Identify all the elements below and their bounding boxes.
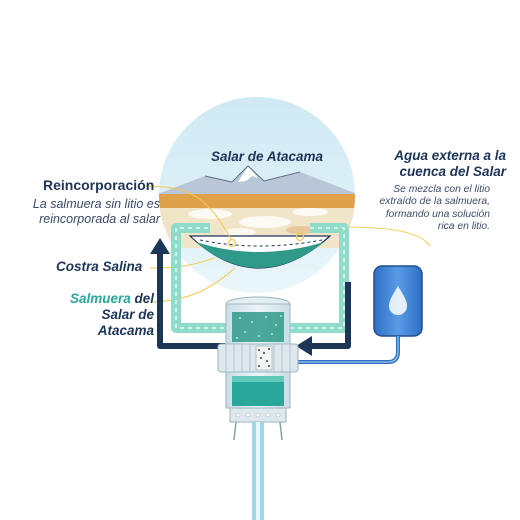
snow-cap bbox=[238, 166, 258, 182]
reincorporacion-title: Reincorporación bbox=[43, 177, 155, 193]
salmuera-rest-1: del bbox=[130, 291, 154, 306]
salmuera-rest-3: Atacama bbox=[97, 323, 154, 339]
brine-lens bbox=[196, 242, 324, 268]
agua-title-line-1: Agua externa a la bbox=[394, 148, 506, 163]
agua-body-line-1: Se mezcla con el litio bbox=[393, 184, 490, 195]
inflow-arrow-icon bbox=[296, 282, 351, 356]
agua-body-line-4: rica en litio. bbox=[437, 221, 490, 233]
water-drop-icon bbox=[389, 286, 407, 315]
salmuera-word: Salmuera bbox=[69, 291, 131, 306]
brine-pipes bbox=[171, 223, 349, 333]
external-water-tank bbox=[294, 265, 423, 364]
extraction-column bbox=[217, 296, 299, 520]
agua-body-line-2: extraído de la salmuera, bbox=[379, 196, 490, 208]
salmuera-rest-2: Salar de bbox=[101, 307, 154, 323]
salar-title: Salar de Atacama bbox=[211, 149, 324, 164]
reincorporacion-body-line-2: reincorporada al salar bbox=[39, 212, 160, 226]
costra-salina-label: Costra Salina bbox=[56, 259, 143, 274]
mountains bbox=[159, 166, 355, 195]
agua-title-line-2: cuenca del Salar bbox=[399, 164, 506, 180]
agua-externa-body: Se mezcla con el litio extraído de la sa… bbox=[372, 184, 490, 233]
salmuera-label: Salmuera del Salar de Atacama bbox=[68, 291, 154, 340]
salar-scene bbox=[159, 97, 355, 293]
reincorporacion-body-line-1: La salmuera sin litio es bbox=[32, 197, 160, 211]
recirculation-arrow-icon bbox=[150, 238, 225, 349]
agua-body-line-3: formando una solución bbox=[385, 208, 490, 220]
agua-externa-title: Agua externa a la cuenca del Salar bbox=[376, 148, 506, 180]
reincorporacion-body: La salmuera sin litio es reincorporada a… bbox=[18, 197, 160, 227]
